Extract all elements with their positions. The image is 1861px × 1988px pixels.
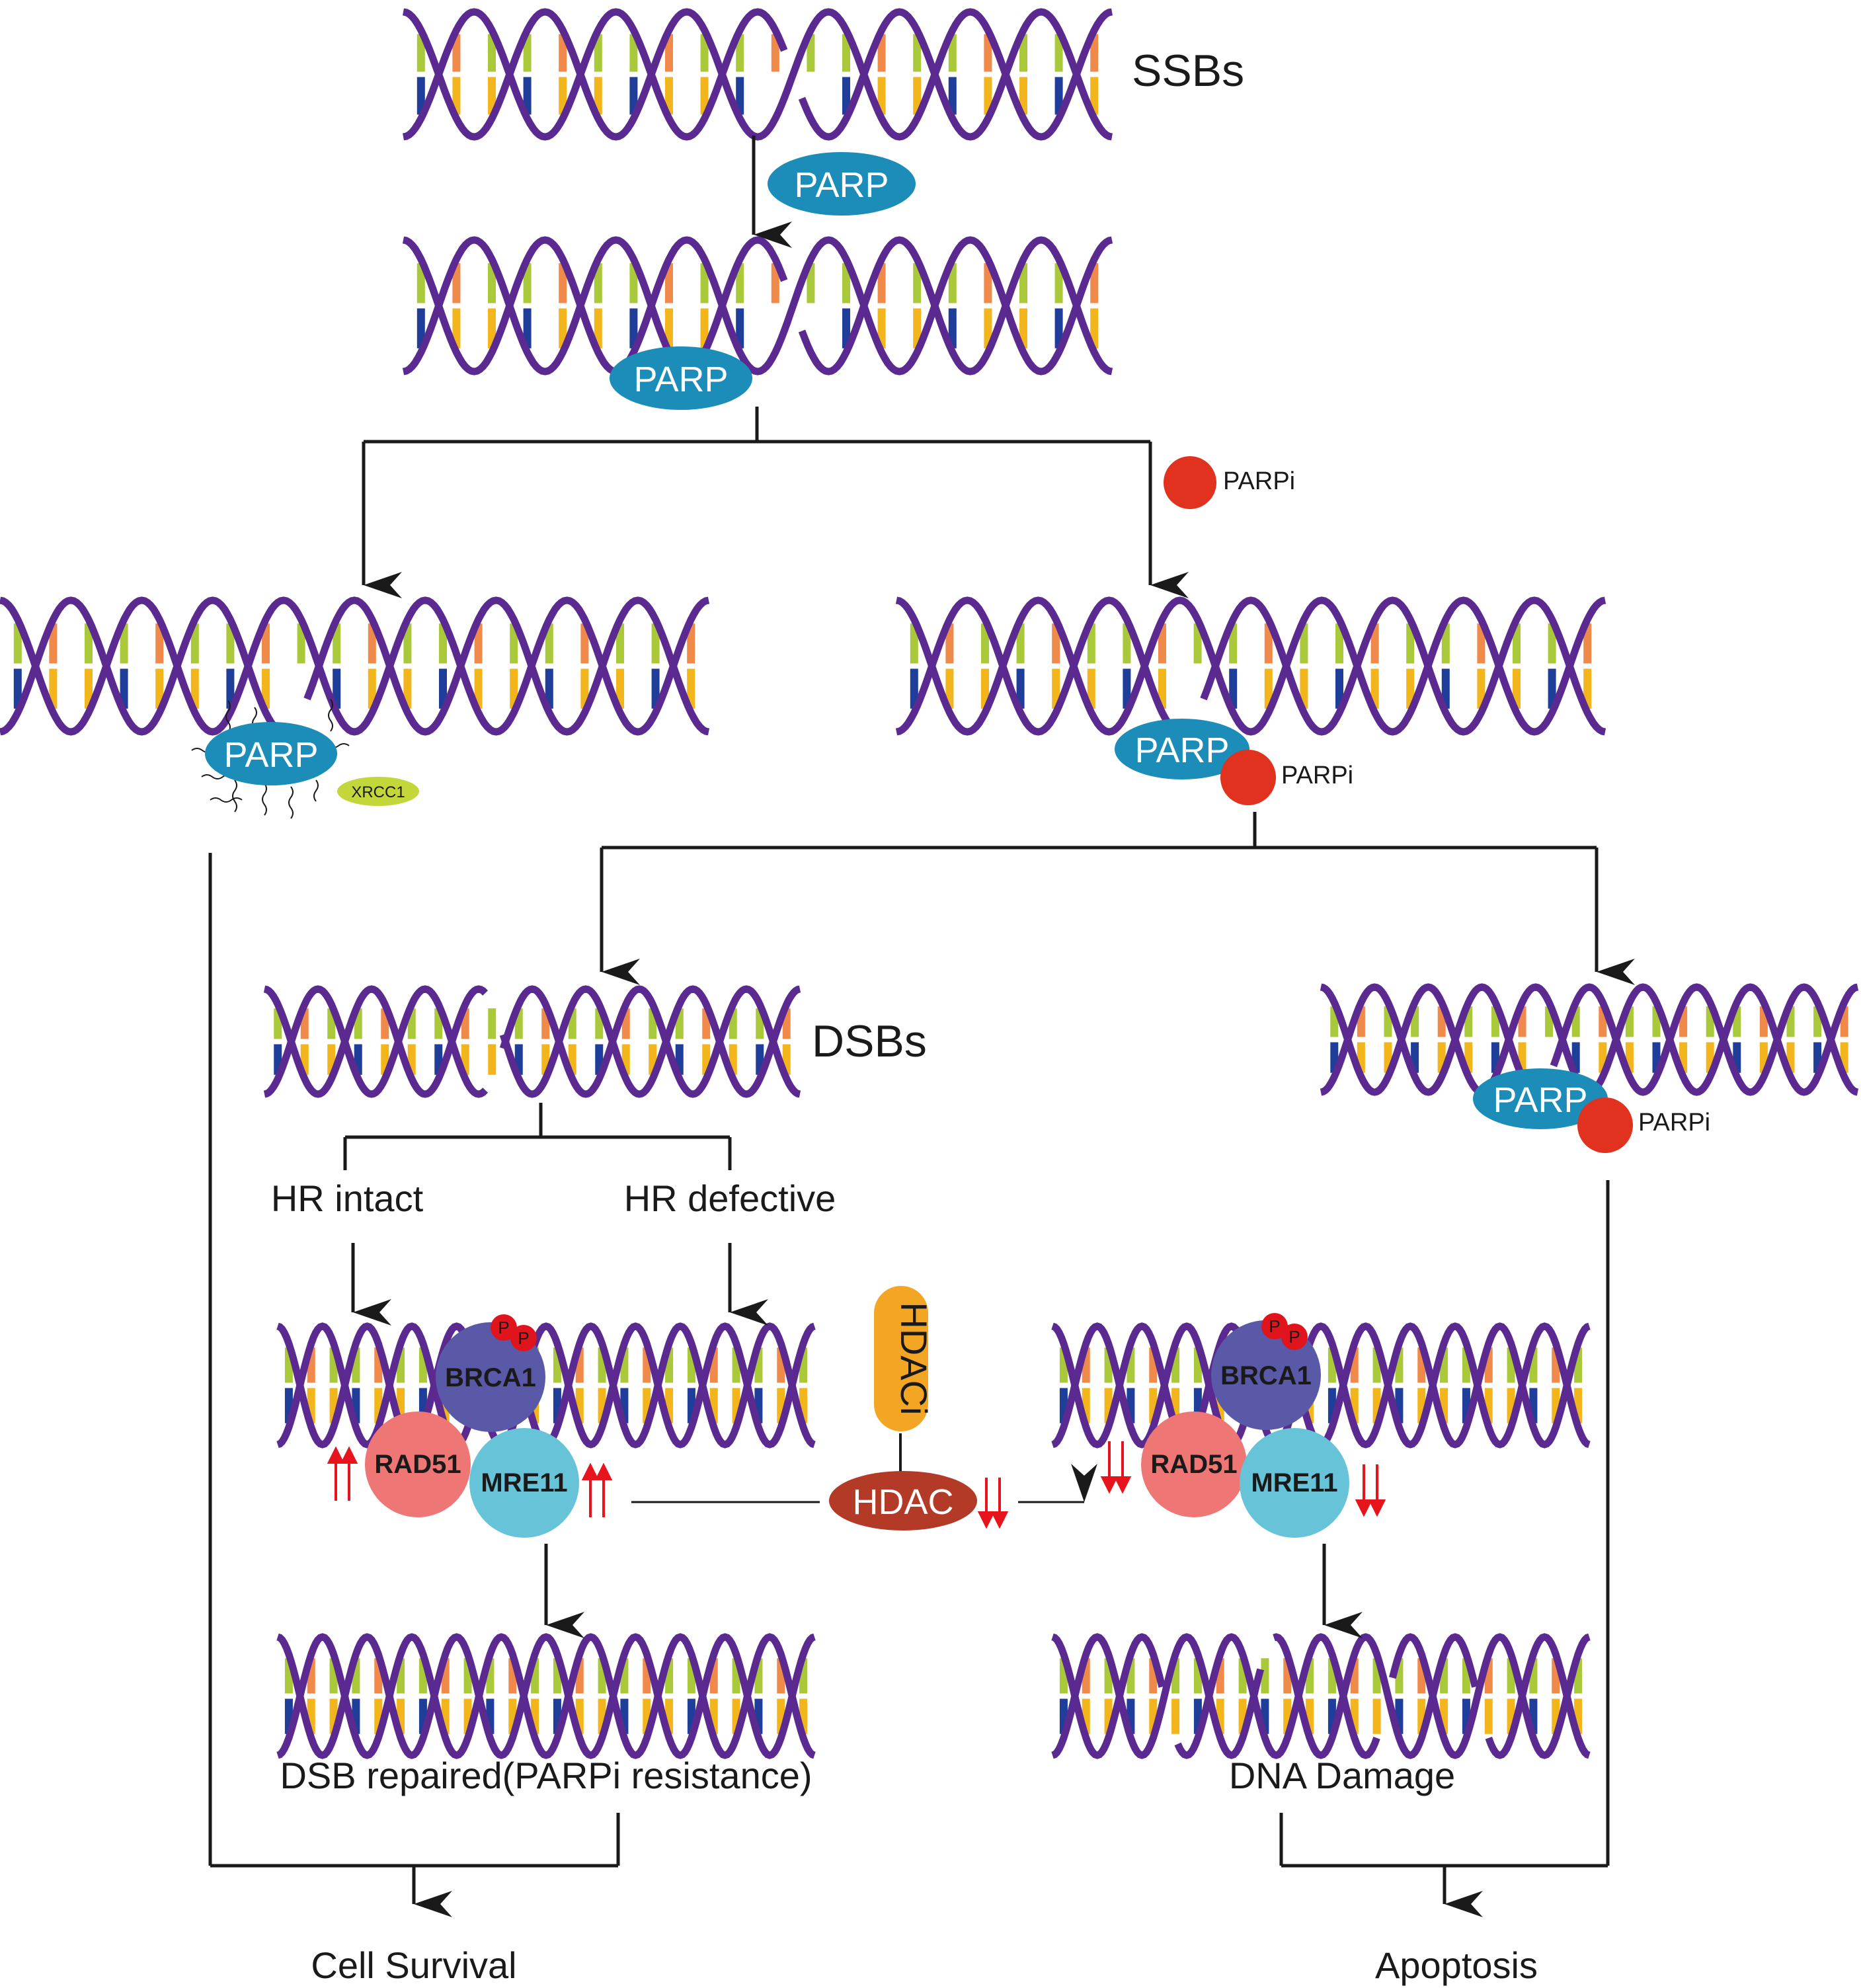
dna-ssb-parp [402, 236, 1113, 376]
dna-parpi-trapped [895, 596, 1606, 736]
dna-backbone-strand [403, 8, 788, 141]
dna-backbone-strand [1051, 1633, 1265, 1759]
parpi-free-label: PARPi [1223, 467, 1295, 495]
parpi-bound-molecule [1220, 750, 1276, 805]
parp-free-protein [768, 152, 916, 216]
parpi-bound-label: PARPi [1281, 762, 1353, 789]
labels-and-proteins: SSBs PARP PARP PARP XRCC1 PARPi PARP [191, 46, 1710, 1986]
parp-trapped-label: PARP [1134, 731, 1229, 770]
dna-backbone-strand [303, 596, 710, 736]
double-down-arrow-icon [977, 1441, 1386, 1529]
dna-hr-defective [1051, 1322, 1591, 1449]
parp-trapped-protein [1115, 719, 1249, 779]
dna-backbone-strand [276, 1322, 816, 1449]
double-up-arrow-icon [327, 1446, 613, 1517]
phospho-right-2-label: P [1288, 1327, 1300, 1347]
parpi-far-label: PARPi [1638, 1109, 1710, 1136]
mre11-left-protein [469, 1428, 579, 1538]
dna-backbone-strand [895, 596, 1184, 736]
dsb-repaired-label: DSB repaired(PARPi resistance) [280, 1755, 812, 1796]
flow-connectors [208, 136, 1635, 1917]
dna-backbone-strand [895, 596, 1606, 736]
hr-defective-label: HR defective [624, 1177, 836, 1219]
dna-backbone-strand [499, 985, 801, 1098]
dna-damaged [1051, 1633, 1591, 1759]
dna-repaired [276, 1633, 816, 1759]
dna-backbone-strand [1388, 1633, 1591, 1759]
dna-backbone-strand [402, 236, 788, 376]
dna-backbone-strand [798, 8, 1113, 141]
dna-backbone-strand [0, 596, 288, 736]
dna-backbone-strand [1485, 1633, 1591, 1759]
mre11-right-protein [1240, 1428, 1349, 1538]
dna-backbone-strand [798, 236, 1113, 376]
hdac-label: HDAC [852, 1482, 953, 1522]
hdac-protein [829, 1471, 977, 1531]
rad51-left-label: RAD51 [374, 1450, 461, 1479]
dna-far-trapped [1320, 983, 1859, 1096]
dna-backbone-strand [1320, 983, 1539, 1096]
dna-backbone-strand [263, 985, 489, 1098]
mre11-left-label: MRE11 [481, 1468, 567, 1497]
dna-backbone-strand [1550, 983, 1859, 1096]
parpi-far-molecule [1577, 1097, 1633, 1153]
mre11-right-label: MRE11 [1251, 1468, 1337, 1497]
parp-bound-label: PARP [633, 360, 728, 399]
dna-backbone-strand [499, 985, 801, 1098]
cell-survival-label: Cell Survival [311, 1944, 516, 1986]
dna-parylated [0, 596, 710, 736]
dna-backbone-strand [1051, 1322, 1591, 1449]
dna-backbone-strand [1273, 1633, 1479, 1759]
parp-parylated-label: PARP [223, 735, 318, 775]
ssbs-label: SSBs [1132, 46, 1244, 96]
hr-intact-label: HR intact [271, 1177, 424, 1219]
phospho-left-2 [510, 1325, 537, 1351]
parpi-free-molecule [1164, 456, 1216, 509]
phospho-left-1-label: P [498, 1318, 509, 1337]
phospho-right-2 [1281, 1324, 1308, 1350]
dna-ssb-top [403, 8, 1113, 141]
dna-backbone-strand [402, 236, 1113, 376]
dna-backbone-strand [1051, 1633, 1166, 1759]
dsbs-label: DSBs [812, 1016, 927, 1066]
brca1-left-label: BRCA1 [445, 1363, 536, 1392]
parp-far-protein [1473, 1068, 1608, 1129]
xrcc1-label: XRCC1 [351, 783, 405, 801]
parp-far-label: PARP [1493, 1080, 1587, 1120]
rad51-right-protein [1141, 1411, 1247, 1517]
rad51-right-label: RAD51 [1150, 1450, 1237, 1479]
dna-hr-intact [276, 1322, 816, 1449]
dna-backbone-strand [0, 596, 710, 736]
dna-dsbs [263, 985, 801, 1098]
xrcc1-protein [337, 777, 419, 806]
dna-damage-label: DNA Damage [1229, 1755, 1455, 1796]
phospho-left-1 [491, 1314, 517, 1341]
dna-backbone-strand [1200, 596, 1606, 736]
parp-bound-protein [610, 346, 752, 410]
apoptosis-label: Apoptosis [1375, 1944, 1538, 1986]
dna-backbone-strand [403, 8, 1113, 141]
brca1-right-label: BRCA1 [1220, 1361, 1312, 1390]
parp-free-label: PARP [794, 165, 889, 205]
hdaci-label: HDACi [893, 1302, 935, 1415]
phospho-left-2-label: P [518, 1328, 529, 1348]
dna-backbone-strand [276, 1633, 816, 1759]
phospho-right-1 [1261, 1313, 1288, 1339]
dna-backbone-strand [263, 985, 489, 1098]
parp-parylated-protein [205, 722, 337, 785]
phospho-right-1-label: P [1269, 1316, 1280, 1336]
dna-helix-layer [0, 8, 1859, 1759]
hdaci-capsule [874, 1286, 928, 1431]
rad51-left-protein [365, 1411, 471, 1517]
